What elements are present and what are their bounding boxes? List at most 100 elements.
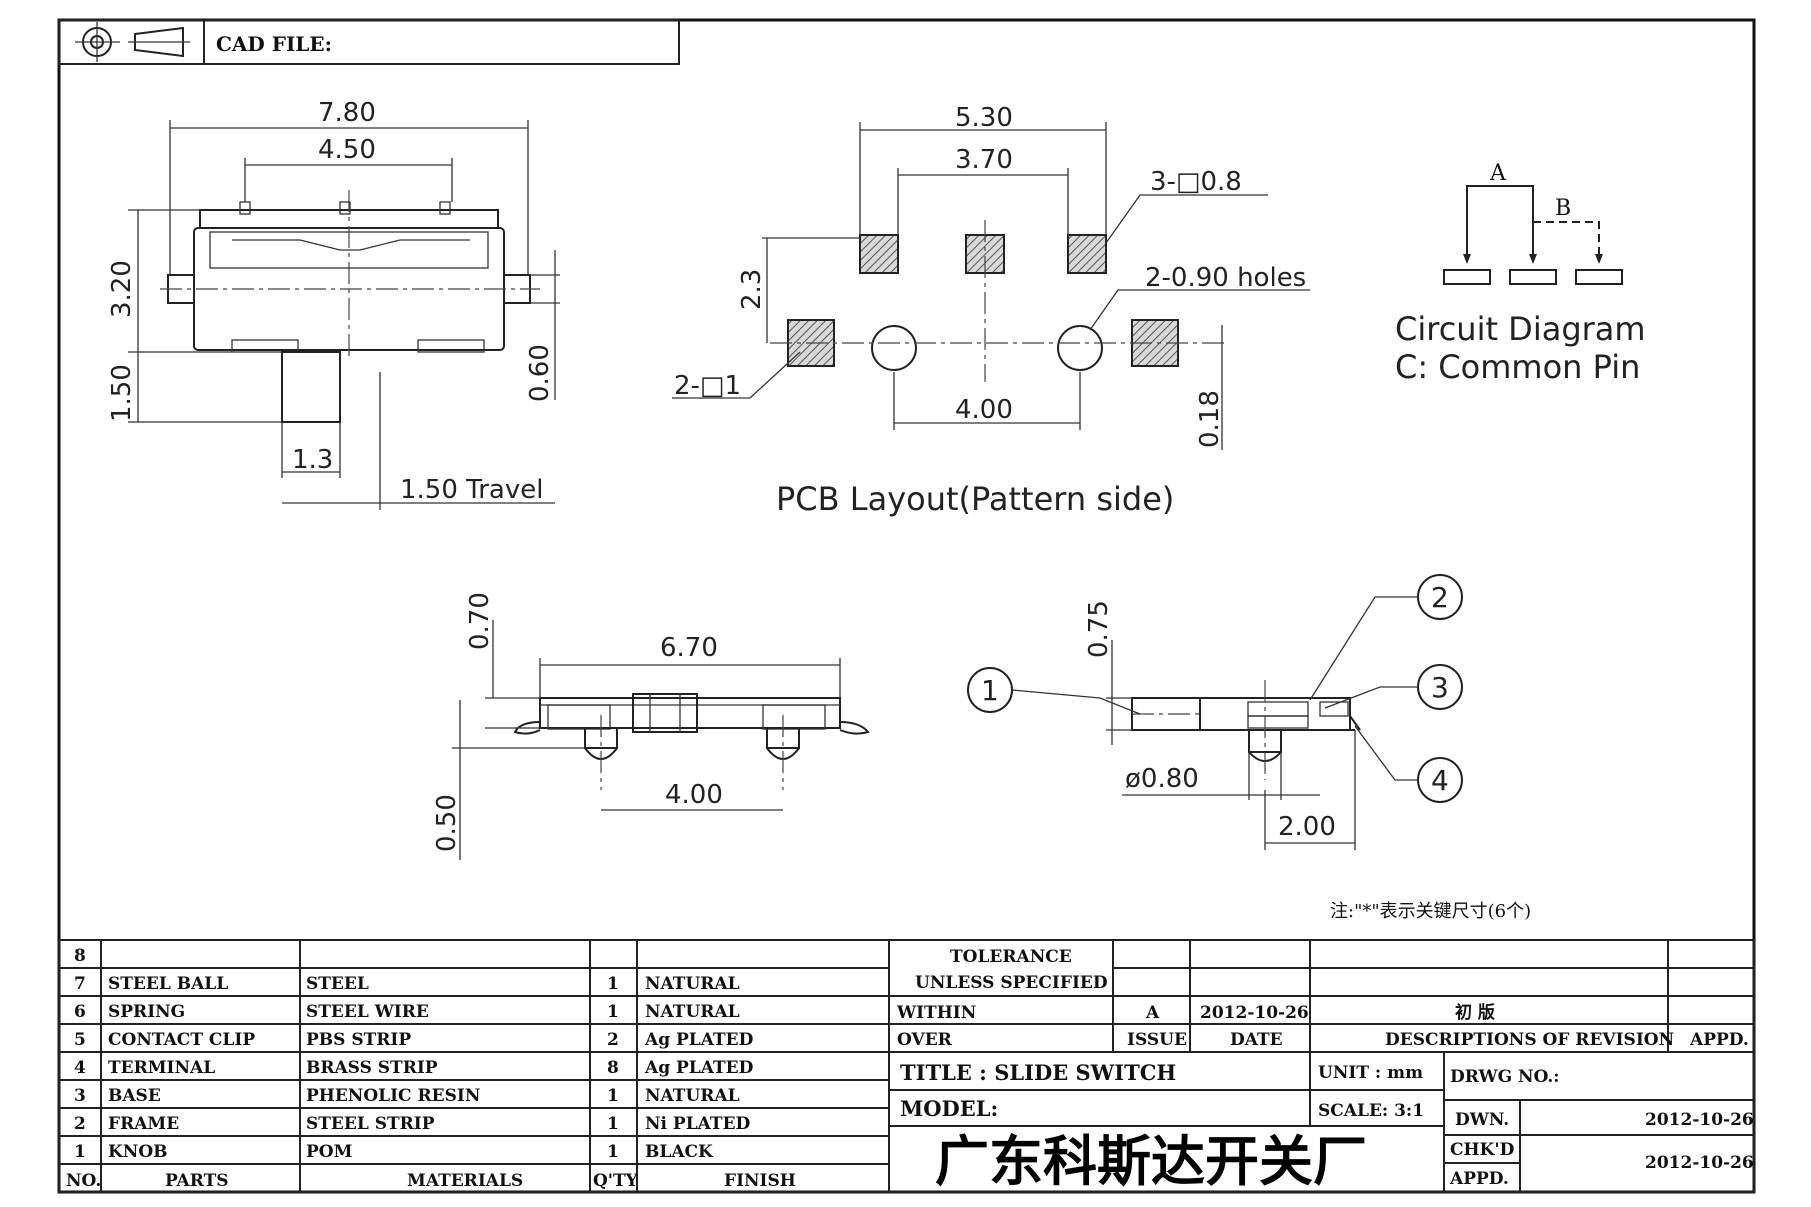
pcb-dim-offset: 0.18 [1195,390,1225,448]
revision-issue-label: ISSUE [1127,1030,1187,1050]
bom-no: 1 [74,1142,86,1162]
title-block: TITLE : SLIDE SWITCH UNIT : mm DRWG NO.:… [888,1051,1755,1193]
bom-material: PBS STRIP [306,1030,411,1050]
revision-date-label: DATE [1230,1030,1283,1050]
tolerance-line1: TOLERANCE [950,947,1072,967]
bom-row: 8 [74,946,86,966]
scale-text: SCALE: 3:1 [1318,1101,1424,1121]
projection-symbol-icon [75,22,190,62]
drwg-no-label: DRWG NO.: [1450,1067,1560,1087]
bom-no: 5 [74,1030,86,1050]
dim-knob-width: 1.3 [292,445,333,475]
bom-material: POM [306,1142,353,1162]
pcb-dim-row-gap: 2.3 [737,269,767,310]
bom-row: 3 BASE PHENOLIC RESIN 1 NATURAL [74,1086,740,1106]
appd-label: APPD. [1449,1169,1509,1189]
bom-part: STEEL BALL [108,974,228,994]
tolerance-line2: UNLESS SPECIFIED [915,973,1108,993]
bom-qty: 1 [607,974,619,994]
bom-no: 4 [74,1058,86,1078]
bom-no: 3 [74,1086,86,1106]
front-view: 0.70 6.70 4.00 0.50 [432,592,870,860]
bom-no: 7 [74,974,86,994]
callout-1: 1 [981,674,999,707]
bom-part: SPRING [108,1002,185,1022]
key-dimension-note: 注:"*"表示关键尺寸(6个) [1330,901,1531,922]
pcb-dim-mount-pads: 2-□1 [674,371,741,401]
revision-block: TOLERANCE UNLESS SPECIFIED WITHIN OVER A… [888,939,1755,1053]
circuit-diagram: A B Circuit Diagram C: Common Pin [1395,161,1646,386]
side-dim-diameter: ø0.80 [1125,764,1199,794]
top-view: 7.80 4.50 3.20 1.50 0.60 1.3 1.50 Travel [107,98,560,510]
bom-header-no: NO. [66,1171,101,1191]
circuit-title: Circuit Diagram [1395,310,1646,348]
bom-header-qty: Q'TY [593,1171,639,1191]
bom-qty: 8 [607,1058,619,1078]
revision-description-value: 初 版 [1455,1002,1495,1023]
model-label: MODEL: [900,1096,998,1121]
header-box: CAD FILE: [58,19,680,65]
bom-material: BRASS STRIP [306,1058,438,1078]
bom-part: TERMINAL [108,1058,215,1078]
bom-header-finish: FINISH [724,1171,796,1191]
dim-travel: 1.50 Travel [400,475,543,505]
bom-part: FRAME [108,1114,179,1134]
bom-finish: NATURAL [645,1086,740,1106]
bom-material: STEEL STRIP [306,1114,435,1134]
pcb-dim-holes-spec: 2-0.90 holes [1145,263,1306,293]
bom-no: 6 [74,1002,86,1022]
front-dim-peg-height: 0.50 [432,794,462,852]
bom-row: 1 KNOB POM 1 BLACK [74,1142,714,1162]
pcb-dim-pad-spec: 3-□0.8 [1150,167,1242,197]
side-dim-height: 0.75 [1084,600,1114,658]
dim-knob-height: 1.50 [107,364,137,422]
title-text: TITLE : SLIDE SWITCH [900,1060,1176,1085]
revision-issue-value: A [1145,1003,1160,1023]
pcb-layout: 5.30 3.70 3-□0.8 2-0.90 holes 2.3 2-□1 4… [672,103,1310,518]
bom-header-part: PARTS [165,1171,229,1191]
bom-no: 2 [74,1114,86,1134]
unit-text: UNIT : mm [1318,1063,1423,1083]
dim-body-height: 3.20 [107,260,137,318]
pcb-dim-hole-span: 4.00 [955,395,1013,425]
revision-appd-label: APPD. [1689,1030,1749,1050]
callout-4: 4 [1431,764,1449,797]
bom-qty: 1 [607,1114,619,1134]
bom-table: 8 7 STEEL BALL STEEL 1 NATURAL 6 SPRING … [58,939,890,1193]
bom-row: 5 CONTACT CLIP PBS STRIP 2 Ag PLATED [74,1030,754,1050]
side-dim-depth: 2.00 [1278,812,1336,842]
callout-3: 3 [1431,671,1449,704]
bom-finish: Ag PLATED [644,1058,754,1078]
bom-qty: 1 [607,1002,619,1022]
bom-finish: NATURAL [645,974,740,994]
bom-part: CONTACT CLIP [108,1030,255,1050]
bom-row: 7 STEEL BALL STEEL 1 NATURAL [74,974,740,994]
dim-pin-span: 4.50 [318,135,376,165]
bom-no: 8 [74,946,86,966]
revision-date-value: 2012-10-26 [1200,1003,1309,1023]
front-dim-peg-span: 4.00 [665,780,723,810]
chkd-label: CHK'D [1450,1140,1515,1160]
bom-finish: Ag PLATED [644,1030,754,1050]
dim-offset: 0.60 [525,344,555,402]
revision-description-label: DESCRIPTIONS OF REVISION [1385,1030,1674,1050]
bom-material: STEEL [306,974,369,994]
pcb-dim-inner-span: 3.70 [955,145,1013,175]
dwn-date: 2012-10-26 [1645,1110,1754,1130]
bom-header-row: NO. PARTS MATERIALS Q'TY FINISH [66,1171,796,1191]
cad-file-label: CAD FILE: [216,32,332,56]
pcb-dim-outer-span: 5.30 [955,103,1013,133]
bom-finish: NATURAL [645,1002,740,1022]
pcb-layout-title: PCB Layout(Pattern side) [776,480,1174,518]
bom-header-material: MATERIALS [407,1171,523,1191]
front-dim-width: 6.70 [660,633,718,663]
bom-material: PHENOLIC RESIN [306,1086,480,1106]
bom-part: BASE [108,1086,161,1106]
tolerance-over: OVER [897,1030,953,1050]
bom-row: 2 FRAME STEEL STRIP 1 Ni PLATED [74,1114,751,1134]
circuit-label-b: B [1555,196,1571,221]
bom-qty: 1 [607,1142,619,1162]
bom-part: KNOB [108,1142,168,1162]
bom-finish: BLACK [645,1142,714,1162]
